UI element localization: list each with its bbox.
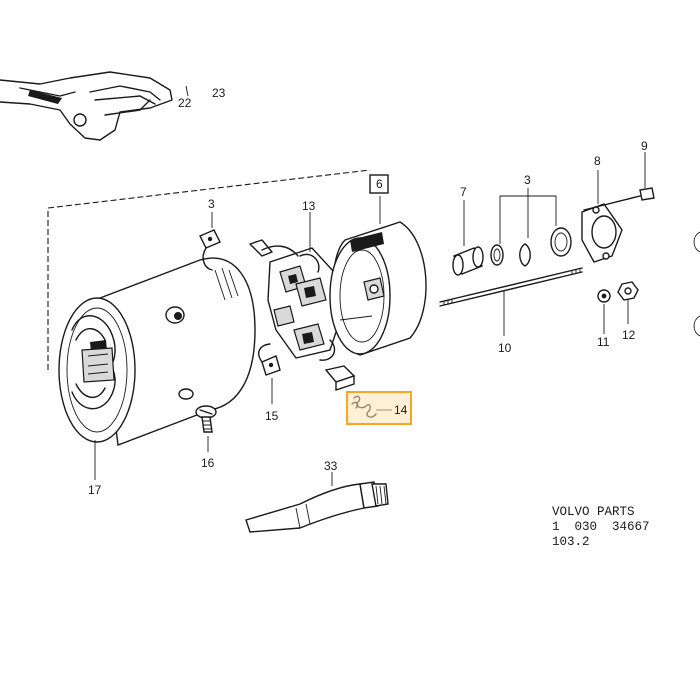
callout-8: 8 [594, 154, 601, 168]
flange-cover [581, 170, 623, 263]
field-frame-housing [58, 257, 256, 480]
callout-9: 9 [641, 139, 648, 153]
caption-brand: VOLVO PARTS [552, 505, 635, 519]
terminal-connector-15 [258, 343, 281, 404]
brush-holder-plate [249, 212, 341, 361]
callout-14: 14 [394, 403, 408, 417]
boxed-label-frame [369, 174, 389, 194]
callout-15: 15 [265, 409, 279, 423]
caption-revision: 103.2 [552, 535, 590, 549]
edge-mark [693, 231, 700, 253]
highlight-box-part-14[interactable] [346, 391, 412, 425]
through-bolt [439, 267, 583, 336]
callout-10: 10 [498, 341, 512, 355]
callout-22: 22 [178, 96, 192, 110]
screw-16 [195, 405, 217, 452]
bushing [452, 200, 484, 276]
callout-16: 16 [201, 456, 215, 470]
callout-11: 11 [597, 335, 610, 349]
assembly-outline [47, 169, 371, 370]
washer-set [490, 188, 572, 267]
callout-6: 6 [376, 177, 383, 191]
screw-9 [583, 152, 655, 211]
callout-3-washers: 3 [524, 173, 531, 187]
housing-fragment [0, 71, 189, 141]
end-bracket-cover [329, 196, 427, 356]
callout-33: 33 [324, 459, 338, 473]
lock-washer [597, 289, 611, 334]
carbon-brush [324, 365, 356, 391]
callout-7: 7 [460, 185, 467, 199]
hex-nut [617, 281, 639, 324]
callout-12: 12 [622, 328, 636, 342]
terminal-connector-3 [199, 212, 221, 271]
grease-tube [245, 472, 389, 533]
callout-23: 23 [212, 86, 226, 100]
callout-17: 17 [88, 483, 102, 497]
caption-part-number: 1 030 34667 [552, 520, 650, 534]
edge-mark [693, 315, 700, 337]
callout-13: 13 [302, 199, 316, 213]
callout-3-terminal: 3 [208, 197, 215, 211]
